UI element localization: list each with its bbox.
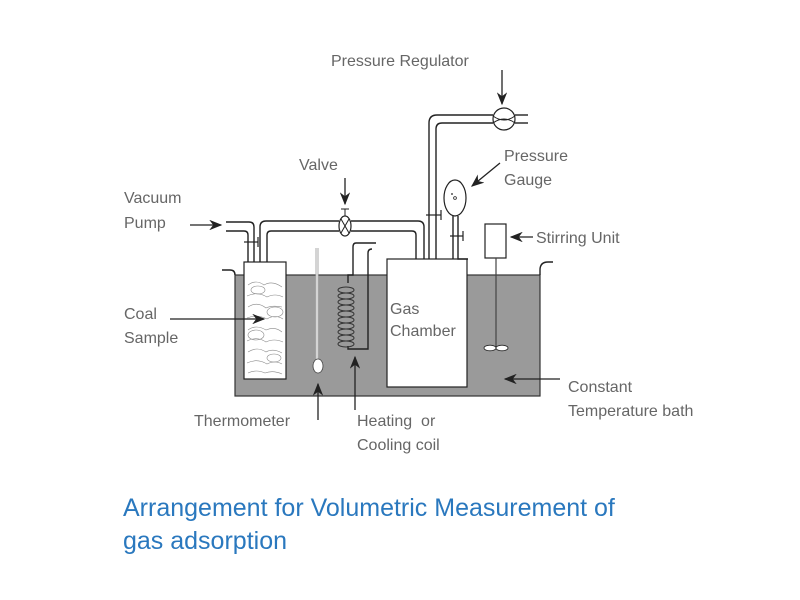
gas-chamber (386, 258, 468, 388)
manifold-pipe (259, 220, 425, 262)
pressure-regulator-icon (492, 107, 516, 131)
label-pressure-gauge-2: Gauge (504, 172, 552, 189)
regulator-pipe (426, 114, 528, 259)
label-coal-sample-2: Sample (124, 330, 178, 347)
vacuum-pipe (226, 221, 259, 262)
label-pressure-gauge-1: Pressure (504, 148, 568, 165)
label-gas-chamber-2: Chamber (390, 323, 456, 340)
label-coal-sample-1: Coal (124, 306, 157, 323)
coal-sample-container (243, 261, 287, 380)
stirring-unit (483, 223, 509, 352)
diagram-caption: Arrangement for Volumetric Measurement o… (123, 492, 743, 558)
label-vacuum-pump-1: Vacuum (124, 190, 182, 207)
label-stirring-unit: Stirring Unit (536, 230, 620, 247)
label-thermometer: Thermometer (194, 413, 291, 430)
label-heating-coil-2: Cooling coil (357, 437, 440, 454)
arrow-pressure-gauge (470, 162, 501, 187)
caption-line-1: Arrangement for Volumetric Measurement o… (123, 494, 615, 522)
label-heating-coil-1: Heating or (357, 413, 436, 430)
heating-cooling-coil (337, 242, 376, 350)
label-vacuum-pump-2: Pump (124, 215, 166, 232)
thermometer (312, 248, 324, 374)
label-constant-bath-1: Constant (568, 379, 633, 396)
label-gas-chamber-1: Gas (390, 301, 419, 318)
pressure-gauge (443, 179, 468, 260)
label-constant-bath-2: Temperature bath (568, 403, 693, 420)
caption-line-2: gas adsorption (123, 527, 288, 555)
label-pressure-regulator: Pressure Regulator (331, 53, 470, 70)
valve-icon (338, 208, 352, 237)
label-valve: Valve (299, 157, 338, 174)
